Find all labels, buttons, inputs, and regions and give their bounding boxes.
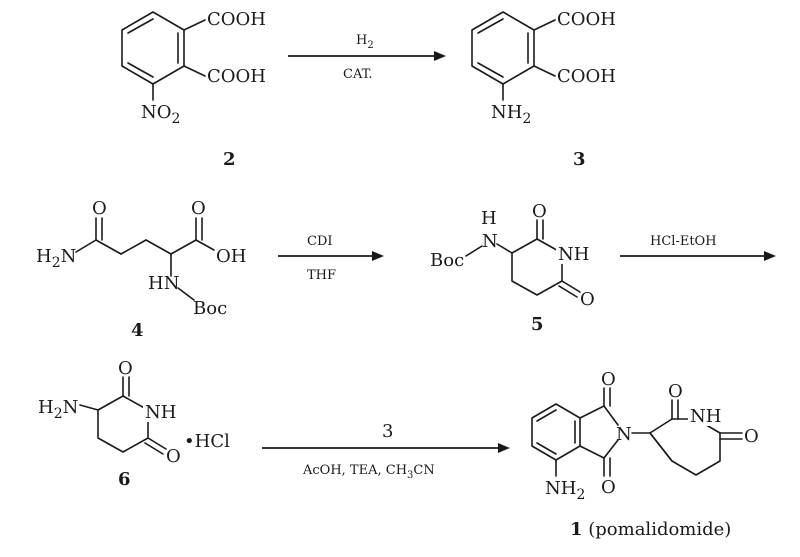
compound-5: Boc H N O NH O 5 [430, 201, 595, 335]
oxygen-label: O [166, 446, 181, 467]
compound-2-number: 2 [223, 149, 236, 170]
cooh-bottom-label: COOH [557, 66, 616, 87]
oxygen-label: O [668, 381, 683, 402]
reagent-cdi: CDI [307, 234, 333, 249]
nh2-label: NH2 [491, 102, 531, 127]
reagent-conditions: AcOH, TEA, CH3CN [302, 463, 435, 481]
oxygen-label: O [580, 289, 595, 310]
reaction-arrow-2: CDI THF [278, 234, 384, 283]
n-label: N [616, 424, 632, 445]
compound-2: COOH COOH NO2 2 [121, 9, 266, 170]
reagent-h2: H2 [356, 33, 374, 51]
oh-label: OH [216, 246, 246, 267]
nh2-label: NH2 [545, 478, 585, 503]
compound-4: H2N O O OH HN Boc 4 [36, 198, 246, 341]
reagent-cat: CAT. [343, 67, 373, 82]
reaction-arrow-3: HCl-EtOH [620, 234, 776, 261]
oxygen-label: O [601, 369, 616, 390]
nh-label: NH [145, 402, 176, 423]
reagent-compound-3: 3 [382, 421, 393, 442]
compound-3: COOH COOH NH2 3 [471, 9, 616, 170]
nh-label: NH [558, 244, 589, 265]
oxygen-label: O [191, 198, 206, 219]
compound-4-number: 4 [131, 320, 144, 341]
h2n-label: H2N [38, 397, 78, 422]
oxygen-label: O [744, 426, 759, 447]
compound-1: O O N NH2 O NH O 1 (pomalidomide) [531, 369, 759, 540]
boc-label: Boc [193, 298, 227, 319]
cooh-top-label: COOH [557, 9, 616, 30]
n-label: N [482, 231, 498, 252]
compound-5-number: 5 [531, 314, 544, 335]
hcl-label: •HCl [184, 431, 230, 452]
hn-label: HN [148, 273, 179, 294]
oxygen-label: O [118, 358, 133, 379]
reaction-arrow-4: 3 AcOH, TEA, CH3CN [262, 421, 510, 481]
boc-label: Boc [430, 250, 464, 271]
nh-label: NH [690, 406, 721, 427]
no2-label: NO2 [141, 102, 180, 127]
compound-6: H2N O NH O •HCl 6 [38, 358, 230, 490]
reagent-hcl-etoh: HCl-EtOH [650, 234, 717, 249]
compound-6-number: 6 [118, 469, 131, 490]
h2n-label: H2N [36, 246, 76, 271]
reaction-arrow-1: H2 CAT. [288, 33, 446, 82]
oxygen-label: O [92, 198, 107, 219]
reagent-thf: THF [307, 268, 336, 283]
compound-1-caption: 1 (pomalidomide) [570, 519, 731, 540]
cooh-bottom-label: COOH [207, 66, 266, 87]
oxygen-label: O [601, 477, 616, 498]
cooh-top-label: COOH [207, 9, 266, 30]
oxygen-label: O [532, 201, 547, 222]
h-label: H [481, 208, 497, 229]
compound-3-number: 3 [573, 149, 586, 170]
